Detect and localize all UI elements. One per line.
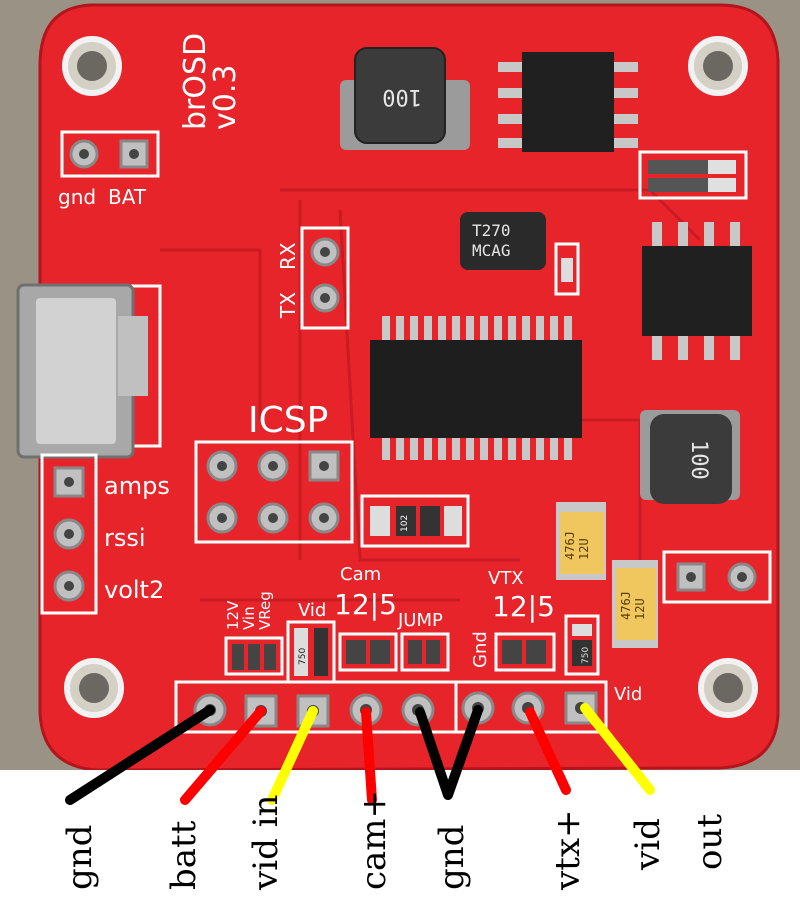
right-2pin-header [662, 550, 772, 604]
crystal-mark-2: MCAG [472, 241, 511, 260]
label-vreg: VReg [256, 591, 274, 630]
smd-leds [638, 150, 748, 200]
wire-batt [180, 706, 266, 805]
label-rssi: rssi [104, 524, 146, 552]
resistor-750-mark-right: 750 [581, 647, 591, 664]
label-tx: TX [276, 292, 300, 319]
label-bat: BAT [108, 185, 147, 209]
resistor-bank: 102 [360, 494, 470, 548]
label-vin: Vin [240, 606, 258, 630]
vid-out-area: 750 Vid [564, 614, 642, 705]
label-vtx-sel: 12|5 [492, 590, 555, 623]
sensor-header: amps rssi volt2 [40, 453, 170, 615]
inductor-top: 100 [340, 47, 470, 150]
resistor-102-mark: 102 [400, 515, 410, 532]
label-vid-right: Vid [614, 684, 642, 705]
cap-left-mark-1: 476J [563, 531, 577, 560]
resistor-750-mark-left: 750 [298, 648, 308, 665]
label-volt2: volt2 [104, 576, 164, 604]
wire-vtx-plus [525, 707, 571, 795]
board-name: brOSD [178, 33, 213, 130]
cap-right-mark-2: 12U [633, 598, 647, 620]
label-jump: JUMP [397, 610, 443, 631]
inductor-right-mark: 100 [686, 440, 711, 480]
label-gnd: gnd [58, 185, 96, 209]
label-vid-left: Vid [298, 600, 326, 621]
inductor-right: 100 [640, 410, 740, 504]
cam-jumper: Cam 12|5 [334, 564, 398, 672]
crystal: T270 MCAG [460, 212, 546, 270]
regulator-labels: 12V Vin VReg [224, 591, 284, 676]
inductor-top-mark: 100 [382, 84, 422, 109]
serial-header: TX RX [276, 226, 350, 330]
wire-label-gnd-2: gnd [432, 824, 472, 890]
wire-label-vid: vid [628, 818, 668, 870]
icsp-header: ICSP [194, 400, 354, 544]
smd-outline [554, 242, 580, 296]
wire-label-out: out [690, 813, 730, 870]
soic8-right [642, 222, 752, 360]
vtx-jumper: VTX 12|5 [488, 568, 556, 672]
gnd-vertical-label: Gnd [470, 631, 491, 668]
wire-gnd-2 [415, 705, 483, 800]
crystal-mark-1: T270 [472, 221, 511, 240]
pcb-illustration: brOSD v0.3 gnd BAT 100 [0, 0, 800, 770]
soic8-top [498, 52, 638, 152]
wire-gnd [65, 705, 215, 805]
board-version: v0.3 [208, 65, 243, 130]
micro-usb-connector [16, 283, 162, 459]
label-rx: RX [276, 242, 300, 270]
wire-cam-plus [361, 707, 377, 805]
main-ic [370, 316, 582, 460]
svg-text:Gnd: Gnd [470, 631, 491, 668]
cap-right-mark-1: 476J [619, 591, 633, 620]
wire-label-batt: batt [164, 820, 204, 890]
label-amps: amps [104, 472, 170, 500]
pcb-photo: brOSD v0.3 gnd BAT 100 [0, 0, 800, 770]
battery-header: gnd BAT [58, 130, 160, 209]
smd-resistor [561, 258, 573, 282]
mounting-holes [62, 36, 758, 718]
label-cam: Cam [340, 564, 381, 585]
wire-label-cam-plus: cam+ [354, 789, 394, 890]
board-title: brOSD v0.3 [178, 33, 243, 130]
wire-label-gnd: gnd [60, 824, 100, 890]
tantalum-cap-left: 476J 12U [556, 502, 606, 580]
wire-label-vid-in: vid in [246, 794, 286, 890]
vid-in-area: Vid 750 [286, 600, 336, 684]
label-cam-sel: 12|5 [334, 588, 397, 621]
jump-jumper: JUMP [397, 610, 450, 672]
cap-left-mark-2: 12U [577, 538, 591, 560]
wire-label-vtx-plus: vtx+ [548, 809, 588, 890]
label-icsp: ICSP [248, 400, 328, 441]
wire-vid-out [580, 703, 655, 795]
label-vtx: VTX [488, 568, 524, 589]
label-12v: 12V [224, 600, 242, 630]
tantalum-cap-right: 476J 12U [612, 560, 658, 648]
wire-vid-in [267, 706, 318, 805]
